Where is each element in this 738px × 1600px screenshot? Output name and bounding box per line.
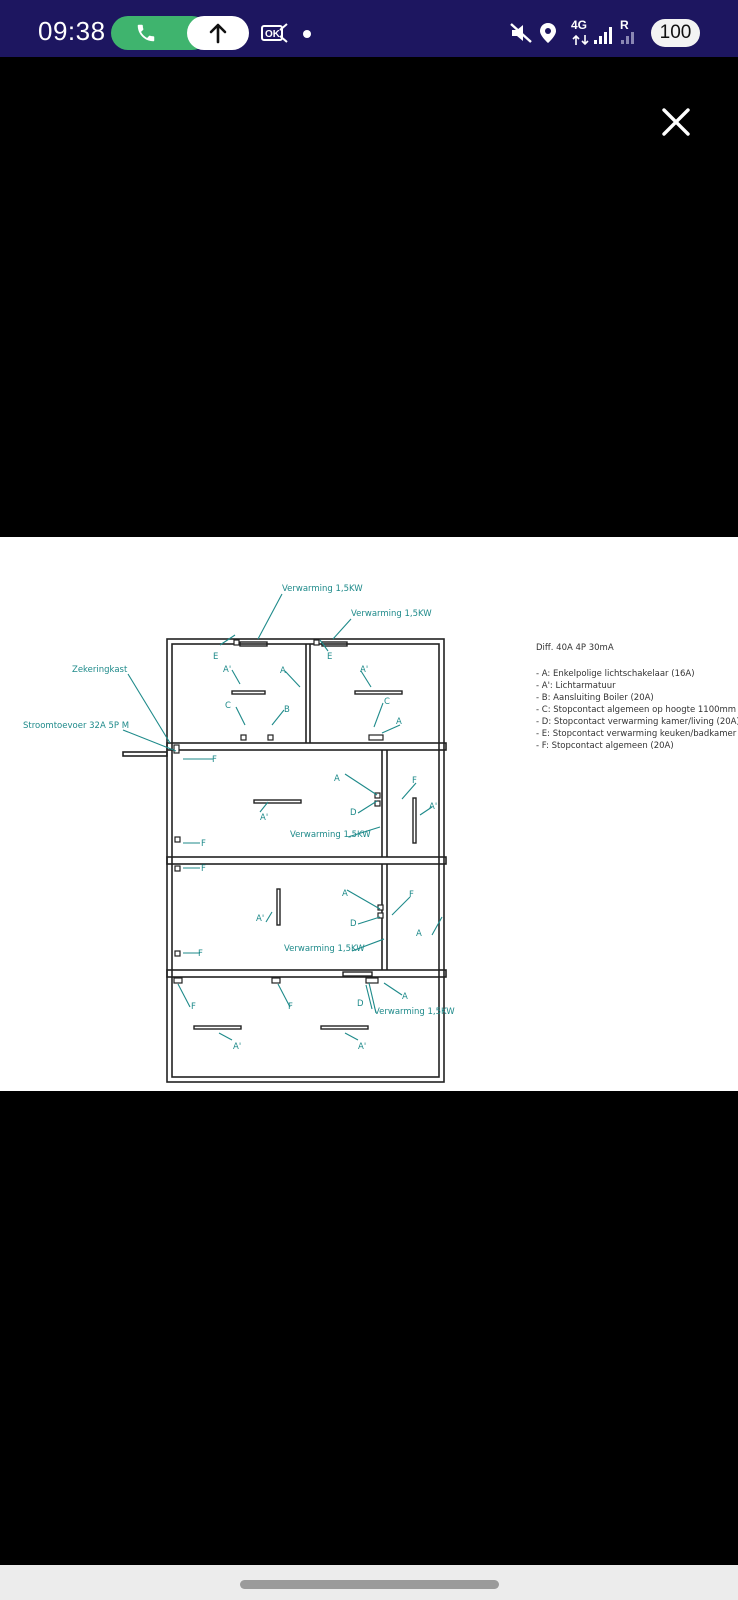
marker-e: E (213, 652, 218, 662)
signal-icon (594, 27, 612, 44)
floor-plan-image: Verwarming 1,5KW Verwarming 1,5KW Zekeri… (0, 537, 738, 1091)
network-type: 4G (571, 18, 588, 32)
marker-d: D (350, 919, 357, 929)
close-icon (662, 108, 690, 136)
marker-a-prime: A' (429, 802, 437, 812)
battery-indicator: 100 (651, 19, 700, 47)
marker-a-prime: A' (260, 813, 268, 823)
marker-a: A (342, 889, 348, 899)
walls (122, 638, 447, 1083)
light-fixtures (193, 641, 417, 1030)
marker-b: B (284, 705, 290, 715)
legend-item: - F: Stopcontact algemeen (20A) (536, 741, 674, 751)
roaming-label: R (620, 18, 629, 32)
marker-f: F (201, 864, 206, 874)
marker-a-prime: A' (223, 665, 231, 675)
notification-dot (303, 30, 311, 38)
sockets (173, 639, 384, 984)
marker-e: E (327, 652, 332, 662)
marker-a-prime: A' (256, 914, 264, 924)
legend-item: - E: Stopcontact verwarming keuken/badka… (536, 729, 738, 739)
marker-f: F (412, 776, 417, 786)
marker-a: A (334, 774, 340, 784)
label-verwarming-2: Verwarming 1,5KW (351, 609, 432, 619)
close-button[interactable] (654, 100, 698, 144)
legend-item: - A': Lichtarmatuur (536, 681, 616, 691)
marker-a-prime: A' (233, 1042, 241, 1052)
upload-chip[interactable] (187, 16, 249, 50)
legend-item: - B: Aansluiting Boiler (20A) (536, 693, 654, 703)
marker-f: F (191, 1002, 196, 1012)
marker-a: A (280, 666, 286, 676)
marker-f: F (409, 890, 414, 900)
label-verwarming-3: Verwarming 1,5KW (290, 830, 371, 840)
marker-f: F (288, 1002, 293, 1012)
home-gesture-handle[interactable] (240, 1580, 499, 1589)
marker-a: A (402, 992, 408, 1002)
signal-icon-sim2 (621, 32, 634, 44)
marker-f: F (212, 755, 217, 765)
marker-c: C (225, 701, 231, 711)
marker-d: D (357, 999, 364, 1009)
status-bar: 09:38 OK 4G R 100 (0, 0, 738, 57)
mute-icon (510, 23, 532, 43)
marker-a: A (396, 717, 402, 727)
label-verwarming-4: Verwarming 1,5KW (284, 944, 365, 954)
annotation-leaders (122, 593, 443, 1041)
status-time: 09:38 (38, 16, 106, 46)
marker-c: C (384, 697, 390, 707)
marker-a: A (416, 929, 422, 939)
data-arrows-icon (572, 34, 589, 46)
phone-icon (137, 24, 155, 42)
annotation-labels: Verwarming 1,5KW Verwarming 1,5KW Zekeri… (23, 584, 455, 1052)
legend-diff: Diff. 40A 4P 30mA (536, 643, 614, 653)
marker-a-prime: A' (360, 665, 368, 675)
marker-f: F (201, 839, 206, 849)
floor-plan-drawing: Verwarming 1,5KW Verwarming 1,5KW Zekeri… (23, 584, 738, 1083)
marker-d: D (350, 808, 357, 818)
label-zekeringkast: Zekeringkast (72, 665, 128, 675)
legend: Diff. 40A 4P 30mA - A: Enkelpolige licht… (536, 643, 738, 751)
location-icon (540, 23, 556, 43)
marker-f: F (198, 949, 203, 959)
legend-item: - C: Stopcontact algemeen op hoogte 1100… (536, 705, 738, 715)
marker-a-prime: A' (358, 1042, 366, 1052)
label-verwarming-1: Verwarming 1,5KW (282, 584, 363, 594)
legend-item: - D: Stopcontact verwarming kamer/living… (536, 717, 738, 727)
svg-text:OK: OK (265, 29, 281, 40)
label-stroomtoevoer: Stroomtoevoer 32A 5P M (23, 721, 129, 731)
upload-arrow-icon (209, 23, 227, 44)
ok-sign-icon: OK (261, 23, 288, 43)
label-verwarming-5: Verwarming 1,5KW (374, 1007, 455, 1017)
legend-item: - A: Enkelpolige lichtschakelaar (16A) (536, 669, 695, 679)
